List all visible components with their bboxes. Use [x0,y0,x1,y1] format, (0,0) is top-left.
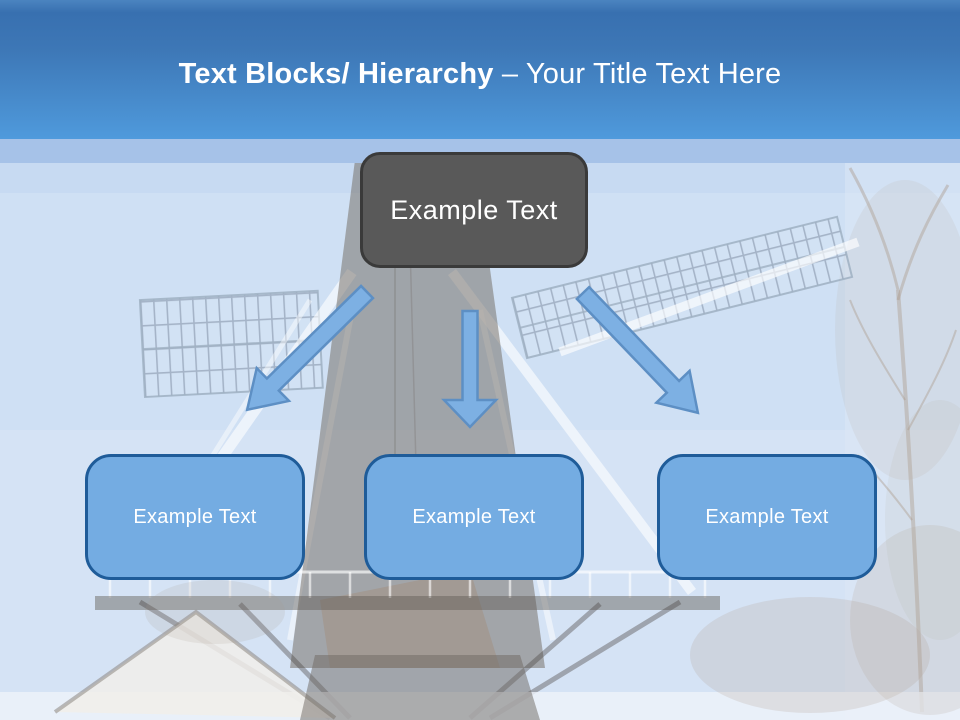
slide-title-regular: – Your Title Text Here [493,57,782,90]
header-band [0,0,960,139]
house-roof [53,609,337,720]
child-text-block-1-label: Example Text [133,505,257,528]
child-text-block-2-label: Example Text [412,505,536,528]
child-text-block-1[interactable]: Example Text [85,454,305,580]
root-text-block-label: Example Text [390,194,558,225]
child-text-block-3-label: Example Text [705,505,829,528]
slide-title-bold: Text Blocks/ Hierarchy [178,57,494,90]
slide-title[interactable]: Text Blocks/ Hierarchy – Your Title Text… [0,48,960,100]
child-text-block-2[interactable]: Example Text [364,454,584,580]
child-text-block-3[interactable]: Example Text [657,454,877,580]
root-text-block[interactable]: Example Text [360,152,588,268]
trees-right [848,167,957,713]
